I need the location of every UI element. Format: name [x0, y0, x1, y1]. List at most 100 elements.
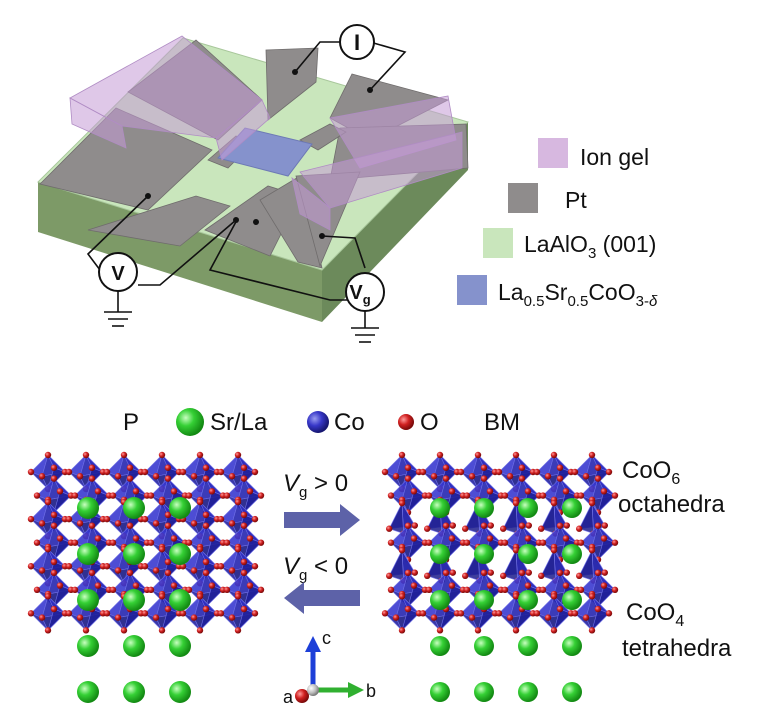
sr-la-atom: [430, 682, 450, 702]
oxygen-atom: [114, 614, 122, 621]
oxygen-atom: [71, 492, 79, 499]
oxygen-atom: [411, 522, 418, 529]
oxygen-atom: [164, 605, 172, 613]
oxygen-atom: [88, 522, 96, 529]
oxygen-atom: [217, 515, 225, 523]
oxygen-atom: [88, 464, 96, 471]
oxygen-atom: [601, 569, 608, 576]
oxygen-atom: [611, 586, 619, 593]
oxygen-atom: [88, 475, 96, 482]
current-meter: I: [339, 24, 375, 60]
oxygen-atom: [419, 610, 427, 617]
oxygen-atom: [251, 563, 259, 570]
co-octahedron-face: [47, 608, 66, 632]
oxygen-atom: [196, 498, 204, 506]
oxygen-atom: [114, 567, 122, 574]
tetrahedra-label-line2: tetrahedra: [622, 635, 732, 662]
oxygen-atom: [611, 492, 619, 499]
oxygen-atom: [398, 451, 406, 459]
oxygen-atom: [71, 586, 79, 593]
sr-la-atom: [169, 543, 191, 565]
oxygen-atom: [386, 525, 393, 532]
oxygen-atom: [600, 488, 608, 495]
oxygen-atom: [228, 473, 236, 480]
oxygen-atom: [588, 451, 596, 459]
oxygen-atom: [44, 593, 52, 600]
oxygen-atom: [158, 627, 166, 634]
oxygen-atom: [419, 468, 427, 476]
legend-lsco-p3: CoO: [588, 279, 635, 305]
sr-la-atom: [562, 636, 582, 656]
legend-label-lao: LaAlO: [524, 231, 588, 257]
oxygen-atom: [539, 492, 547, 499]
oxygen-atom: [436, 451, 444, 459]
oxygen-atom: [392, 473, 400, 480]
oxygen-atom: [251, 610, 259, 617]
sr-la-atom: [123, 589, 145, 611]
oxygen-atom: [170, 535, 178, 542]
oxygen-atom: [487, 569, 494, 576]
voltmeter-label: V: [111, 263, 125, 285]
oxygen-atom: [44, 627, 52, 634]
oxygen-atom: [71, 539, 79, 546]
oxygen-atom: [550, 627, 558, 634]
tetrahedra-label-sub: 4: [675, 613, 684, 630]
legend-label-ion-gel: Ion gel: [580, 144, 649, 170]
oxygen-atom: [158, 593, 166, 600]
oxygen-atom: [524, 535, 532, 542]
oxygen-atom: [202, 475, 210, 482]
oxygen-atom: [424, 572, 431, 580]
oxygen-atom: [164, 475, 172, 482]
sr-la-atom: [562, 498, 582, 518]
oxygen-atom: [50, 569, 58, 576]
co-tetrahedron-face: [502, 549, 518, 582]
oxygen-atom: [27, 515, 35, 523]
oxygen-atom: [501, 586, 509, 593]
legend-label-lao-sub: 3: [588, 245, 596, 262]
oxygen-atom: [588, 593, 596, 600]
oxygen-atom: [577, 586, 585, 593]
oxygen-atom: [196, 546, 204, 553]
oxygen-atom: [223, 492, 231, 499]
oxygen-atom: [533, 468, 541, 476]
reverse-condition-v: V: [283, 553, 301, 580]
co-octahedron-face: [439, 608, 458, 632]
oxygen-atom: [601, 522, 608, 529]
oxygen-atom: [38, 520, 46, 527]
oxygen-atom: [562, 582, 570, 589]
oxygen-atom: [442, 475, 450, 482]
co-octahedron-face: [401, 608, 420, 632]
oxygen-atom: [556, 522, 564, 529]
oxygen-atom: [457, 468, 465, 476]
oxygen-atom: [544, 473, 552, 480]
oxygen-atom: [132, 488, 140, 495]
co-octahedron-face: [515, 608, 534, 632]
axis-c-arrowhead: [305, 636, 321, 652]
co-octahedron-face: [53, 538, 72, 561]
oxygen-atom: [228, 520, 236, 527]
oxygen-atom: [404, 464, 412, 471]
oxygen-atom: [480, 569, 488, 576]
axis-a-dot: [295, 689, 309, 703]
oxygen-atom: [442, 522, 450, 529]
oxygen-atom: [190, 614, 198, 621]
oxygen-atom: [103, 468, 111, 476]
oxygen-atom: [141, 468, 149, 476]
oxygen-atom: [217, 563, 225, 570]
oxygen-atom: [410, 488, 418, 495]
oxygen-atom: [158, 546, 166, 553]
oxygen-atom: [56, 488, 64, 495]
oxygen-atom: [486, 535, 494, 542]
co-tetrahedron-face: [578, 549, 594, 582]
oxygen-atom: [512, 627, 520, 634]
co-octahedron-face: [53, 585, 72, 608]
sr-la-atom: [518, 544, 538, 564]
oxygen-atom: [550, 593, 558, 600]
perovskite-lattice-p: [27, 451, 265, 703]
oxygen-atom: [88, 569, 96, 576]
substrate-front-face: [38, 182, 322, 322]
oxygen-atom: [76, 520, 84, 527]
oxygen-atom: [410, 535, 418, 542]
oxygen-atom: [550, 547, 558, 554]
oxygen-atom: [94, 488, 102, 495]
